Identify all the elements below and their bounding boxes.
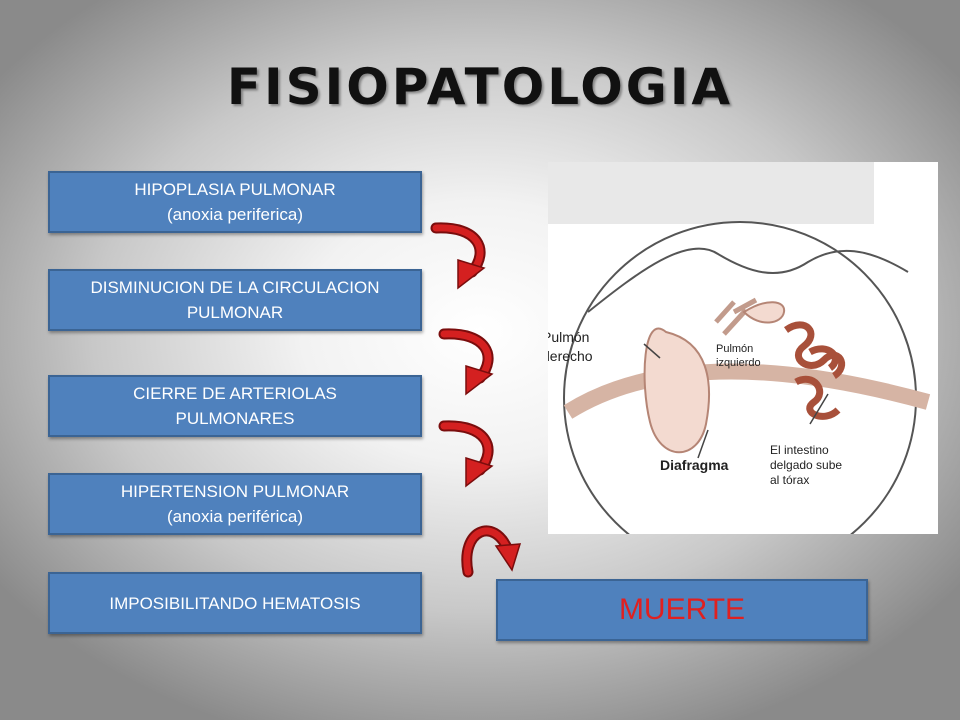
pointer-lines xyxy=(643,343,829,459)
figure-label: delgado sube xyxy=(770,458,842,472)
right-lung-shape xyxy=(643,327,711,454)
step-box-disminucion: DISMINUCION DE LA CIRCULACION PULMONAR xyxy=(48,269,422,331)
illustration-header-band xyxy=(548,162,874,224)
intestine-shape xyxy=(783,321,846,420)
step-text: CIERRE DE ARTERIOLAS xyxy=(133,384,337,403)
step-box-hipertension: HIPERTENSION PULMONAR (anoxia periférica… xyxy=(48,473,422,535)
step-text: (anoxia periferica) xyxy=(166,205,304,224)
slide-title: FISIOPATOLOGIA xyxy=(226,58,734,116)
chest-outline xyxy=(587,247,909,313)
step-text: (anoxia periférica) xyxy=(166,507,304,526)
figure-label: derecho xyxy=(548,348,593,364)
left-lung-shape xyxy=(742,301,786,324)
step-box-cierre: CIERRE DE ARTERIOLAS PULMONARES xyxy=(48,375,422,437)
step-text: IMPOSIBILITANDO HEMATOSIS xyxy=(109,593,361,613)
anatomy-illustration: Pulmón derecho Pulmón izquierdo Diafragm… xyxy=(548,162,938,534)
figure-label: al tórax xyxy=(770,473,809,487)
figure-label: Pulmón xyxy=(548,329,589,345)
step-text: PULMONAR xyxy=(186,303,284,322)
step-text: HIPERTENSION PULMONAR xyxy=(120,482,350,501)
figure-label: Pulmón xyxy=(716,343,753,355)
step-text: PULMONARES xyxy=(175,409,295,428)
step-text: DISMINUCION DE LA CIRCULACION xyxy=(90,278,380,297)
curved-arrow-icon xyxy=(430,222,486,290)
figure-label: El intestino xyxy=(770,443,829,457)
figure-label: Diafragma xyxy=(660,457,729,473)
bronchi-shape xyxy=(714,297,758,336)
step-text: HIPOPLASIA PULMONAR xyxy=(134,180,336,199)
diaphragm-shape xyxy=(563,363,931,419)
step-box-imposibilitando: IMPOSIBILITANDO HEMATOSIS xyxy=(48,572,422,634)
outcome-box-muerte: MUERTE xyxy=(496,579,868,641)
curved-arrow-icon xyxy=(461,525,522,578)
curved-arrow-icon xyxy=(438,420,494,488)
step-box-hipoplasia: HIPOPLASIA PULMONAR (anoxia periferica) xyxy=(48,171,422,233)
curved-arrow-icon xyxy=(438,328,494,396)
figure-label: izquierdo xyxy=(716,357,761,369)
